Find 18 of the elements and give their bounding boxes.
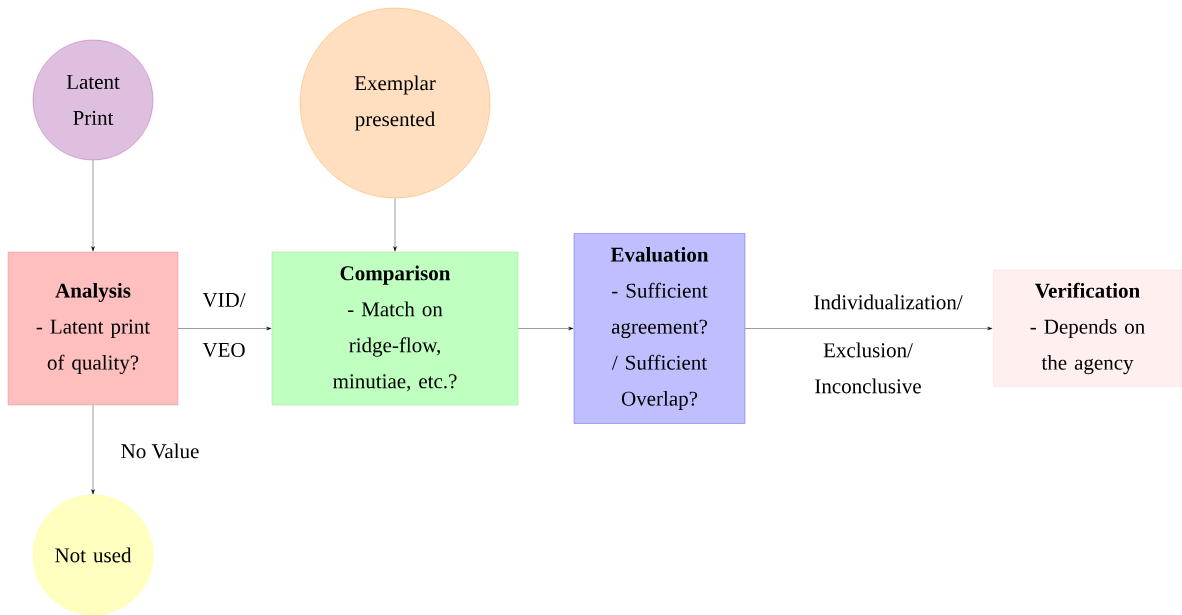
- arrow: [178, 326, 272, 331]
- arrow: [745, 326, 993, 331]
- process-box: Comparison - Match on ridge-flow, minutiae, etc.?: [271, 251, 519, 406]
- flow-label: VEO: [202, 342, 245, 358]
- circle-node: Latent Print: [32, 39, 154, 161]
- arrow: [91, 160, 95, 252]
- process-box: Analysis - Latent print of quality?: [7, 251, 179, 406]
- arrow: [393, 198, 397, 252]
- edge-label: Individualization/: [814, 294, 963, 310]
- process-box: Evaluation - Sufficient agreement? / Sufficient Overlap?: [573, 233, 746, 424]
- process-box: Verification - Depends on the agency: [992, 269, 1182, 388]
- edge-label: VID/: [202, 292, 246, 308]
- arrow: [91, 405, 95, 495]
- arrow: [518, 326, 574, 331]
- circle-node: Not used: [32, 494, 154, 615]
- edge-label: No Value: [121, 443, 199, 459]
- circle-node: Exemplar presented: [299, 7, 491, 199]
- flow-label: Exclusion/ Inconclusive: [815, 342, 921, 394]
